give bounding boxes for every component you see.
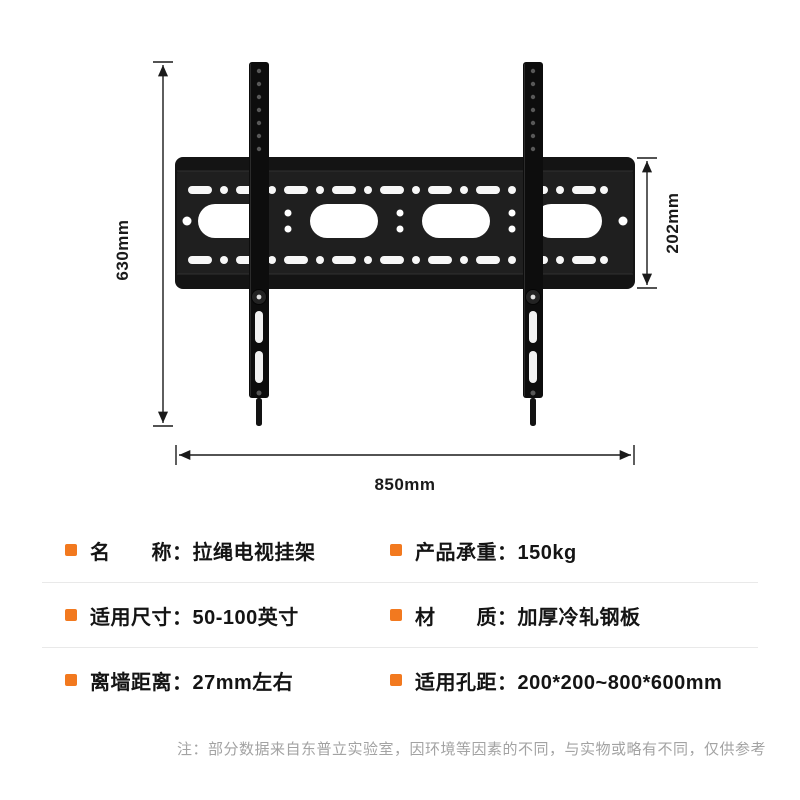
spec-table: 名 称：拉绳电视挂架 产品承重：150kg 适用尺寸：50-100英寸 材 质：… xyxy=(42,518,758,712)
dim-label-850mm: 850mm xyxy=(374,475,435,494)
spec-item-load: 产品承重：150kg xyxy=(367,536,758,565)
spec-text: 适用孔距：200*200~800*600mm xyxy=(415,671,723,694)
spec-text: 名 称：拉绳电视挂架 xyxy=(90,541,316,564)
spec-item-size: 适用尺寸：50-100英寸 xyxy=(42,601,367,630)
bracket-diagram: 630mm 202mm 850mm xyxy=(113,61,682,494)
bullet-icon xyxy=(390,544,402,556)
dimension-overall-height xyxy=(153,61,173,427)
wall-plate xyxy=(175,157,635,289)
bullet-icon xyxy=(65,609,77,621)
dimension-overall-width xyxy=(175,445,635,465)
spec-text: 材 质：加厚冷轧钢板 xyxy=(415,606,641,629)
spec-text: 产品承重：150kg xyxy=(415,541,577,564)
spec-row: 适用尺寸：50-100英寸 材 质：加厚冷轧钢板 xyxy=(42,583,758,648)
dim-label-202mm: 202mm xyxy=(663,192,682,253)
right-arm-rod xyxy=(530,398,536,426)
spec-item-name: 名 称：拉绳电视挂架 xyxy=(42,536,367,565)
spec-text: 适用尺寸：50-100英寸 xyxy=(90,606,299,629)
bullet-icon xyxy=(65,544,77,556)
disclaimer-note: 注：部分数据来自东普立实验室，因环境等因素的不同，与实物或略有不同，仅供参考 xyxy=(176,741,766,758)
spec-item-wall-distance: 离墙距离：27mm左右 xyxy=(42,666,367,695)
bullet-icon xyxy=(65,674,77,686)
bullet-icon xyxy=(390,609,402,621)
spec-row: 名 称：拉绳电视挂架 产品承重：150kg xyxy=(42,518,758,583)
dimension-plate-height xyxy=(637,157,657,289)
spec-row: 离墙距离：27mm左右 适用孔距：200*200~800*600mm xyxy=(42,648,758,712)
bullet-icon xyxy=(390,674,402,686)
left-arm-rod xyxy=(256,398,262,426)
right-tv-arm xyxy=(523,62,543,426)
plate-oval-cutouts xyxy=(182,204,628,238)
spec-item-material: 材 质：加厚冷轧钢板 xyxy=(367,601,758,630)
bracket-technical-drawing: 630mm 202mm 850mm xyxy=(113,61,682,494)
spec-item-hole-pattern: 适用孔距：200*200~800*600mm xyxy=(367,666,758,695)
left-tv-arm xyxy=(249,62,269,426)
spec-text: 离墙距离：27mm左右 xyxy=(90,671,294,694)
dim-label-630mm: 630mm xyxy=(113,219,132,280)
